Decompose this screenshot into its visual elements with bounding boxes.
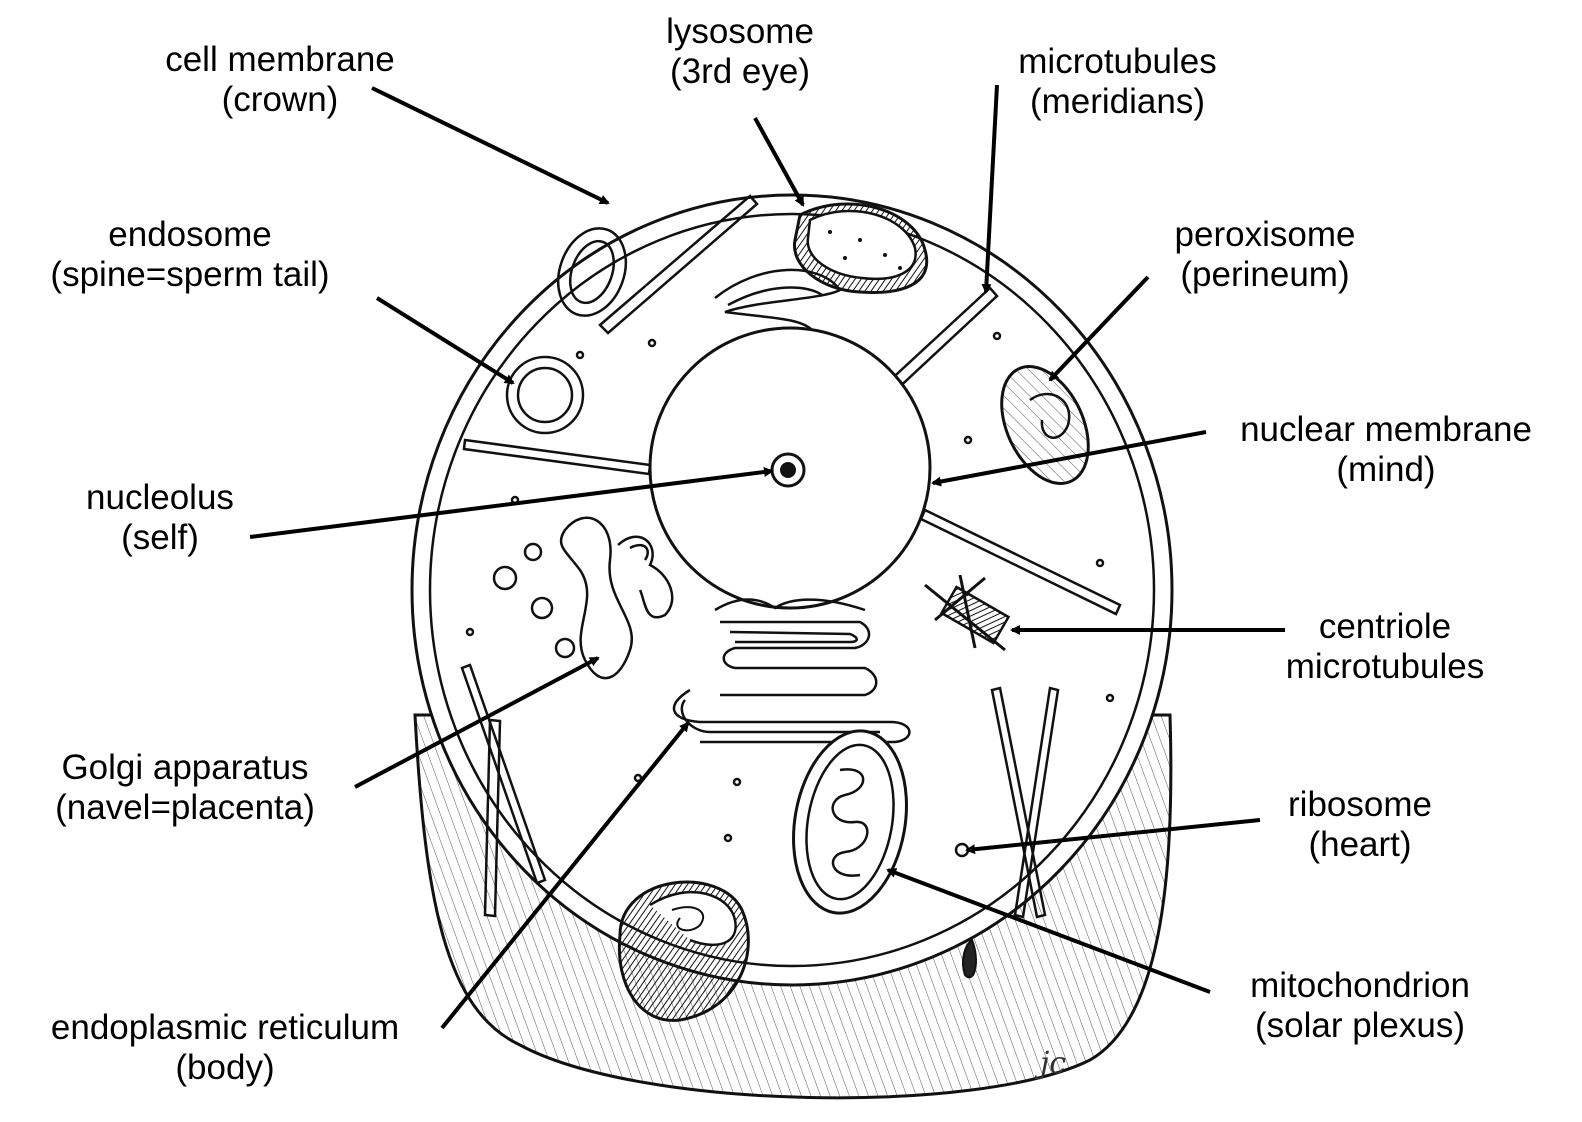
microtubules-name: microtubules bbox=[990, 42, 1245, 82]
lysosome-alias: (3rd eye) bbox=[640, 52, 840, 92]
label-lysosome: lysosome (3rd eye) bbox=[640, 12, 840, 92]
er-alias: (body) bbox=[5, 1048, 445, 1088]
label-golgi-apparatus: Golgi apparatus (navel=placenta) bbox=[20, 748, 350, 828]
peroxisome-alias: (perineum) bbox=[1145, 255, 1385, 295]
nucleolus-alias: (self) bbox=[60, 518, 260, 558]
label-ribosome: ribosome (heart) bbox=[1255, 785, 1465, 865]
lysosome-name: lysosome bbox=[640, 12, 840, 52]
golgi-name: Golgi apparatus bbox=[20, 748, 350, 788]
label-endosome: endosome (spine=sperm tail) bbox=[10, 215, 370, 295]
label-centriole: centriole microtubules bbox=[1255, 607, 1515, 687]
er-name: endoplasmic reticulum bbox=[5, 1008, 445, 1048]
nuclear-membrane-name: nuclear membrane bbox=[1200, 410, 1572, 450]
label-cell-membrane: cell membrane (crown) bbox=[140, 40, 420, 120]
cell-membrane-alias: (crown) bbox=[140, 80, 420, 120]
label-peroxisome: peroxisome (perineum) bbox=[1145, 215, 1385, 295]
nuclear-membrane-alias: (mind) bbox=[1200, 450, 1572, 490]
mitochondrion-name: mitochondrion bbox=[1205, 966, 1515, 1006]
label-endoplasmic-reticulum: endoplasmic reticulum (body) bbox=[5, 1008, 445, 1088]
centriole-alias: microtubules bbox=[1255, 647, 1515, 687]
ribosome-name: ribosome bbox=[1255, 785, 1465, 825]
endosome-alias: (spine=sperm tail) bbox=[10, 255, 370, 295]
ribosome-alias: (heart) bbox=[1255, 825, 1465, 865]
artist-signature: jc bbox=[1040, 1046, 1066, 1081]
label-microtubules: microtubules (meridians) bbox=[990, 42, 1245, 122]
label-nucleolus: nucleolus (self) bbox=[60, 478, 260, 558]
peroxisome-name: peroxisome bbox=[1145, 215, 1385, 255]
cell-membrane-name: cell membrane bbox=[140, 40, 420, 80]
label-mitochondrion: mitochondrion (solar plexus) bbox=[1205, 966, 1515, 1046]
nucleolus bbox=[772, 454, 804, 486]
label-nuclear-membrane: nuclear membrane (mind) bbox=[1200, 410, 1572, 490]
endosome-name: endosome bbox=[10, 215, 370, 255]
nucleolus-name: nucleolus bbox=[60, 478, 260, 518]
centriole-name: centriole bbox=[1255, 607, 1515, 647]
golgi-alias: (navel=placenta) bbox=[20, 788, 350, 828]
mitochondrion-alias: (solar plexus) bbox=[1205, 1006, 1515, 1046]
microtubules-alias: (meridians) bbox=[990, 82, 1245, 122]
